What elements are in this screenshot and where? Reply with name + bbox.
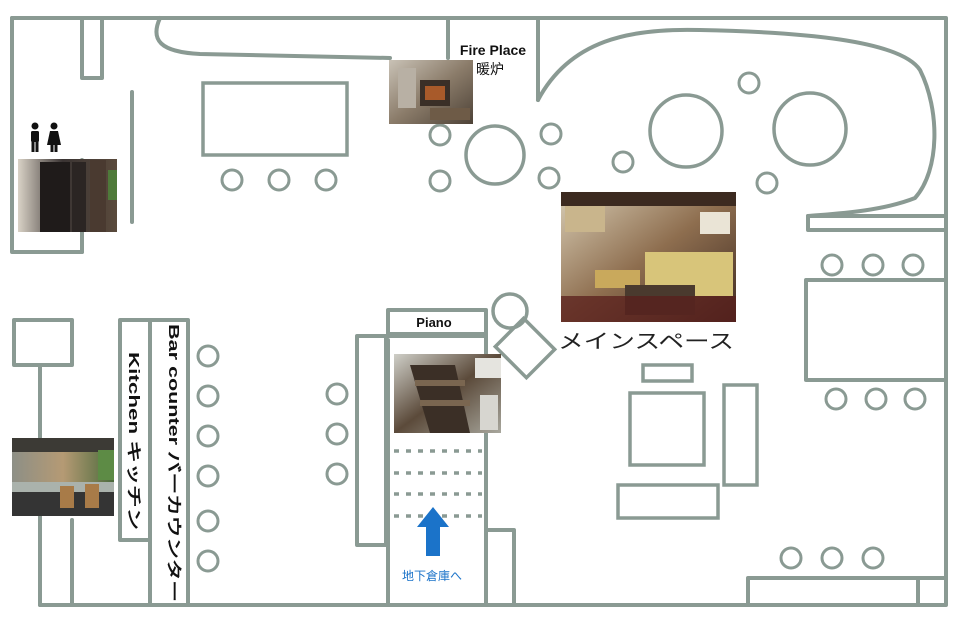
kitchen-photo <box>12 438 114 516</box>
piano-label: Piano <box>416 315 451 330</box>
basement-label: 地下倉庫へ <box>402 568 462 583</box>
table-top-left <box>201 81 349 157</box>
stairs-photo <box>394 354 501 433</box>
restroom-photo <box>18 159 117 232</box>
round-table-3 <box>772 91 848 167</box>
main-space-photo <box>561 192 736 322</box>
side-table-diamond <box>492 315 558 381</box>
fireplace-label-en: Fire Place <box>460 42 526 58</box>
kitchen-label: Kitchen キッチン <box>125 352 142 530</box>
restroom-icon <box>31 122 61 152</box>
fireplace-label-jp: 暖炉 <box>476 62 504 78</box>
walls <box>10 16 948 607</box>
round-table-1 <box>464 124 526 186</box>
round-table-small <box>491 292 529 330</box>
tables <box>201 81 848 520</box>
table-center <box>628 391 706 467</box>
chairs <box>196 71 927 573</box>
stair-steps <box>394 449 482 518</box>
table-small-top <box>641 363 694 383</box>
arrow-up-icon <box>417 507 449 556</box>
round-table-2 <box>648 93 724 169</box>
fireplace-photo <box>389 60 473 124</box>
sofa-right <box>722 383 759 487</box>
bar-counter-label: Bar counter バーカウンター <box>165 324 182 602</box>
main-space-label: メインスペース <box>558 329 734 353</box>
sofa-bottom <box>616 483 720 520</box>
